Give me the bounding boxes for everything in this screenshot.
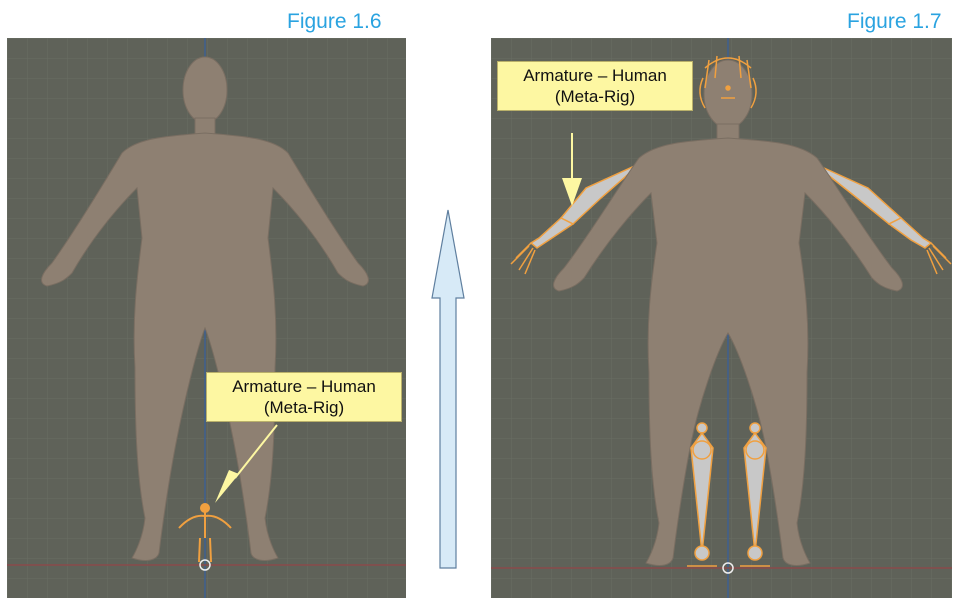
figure-1-6-title: Figure 1.6 bbox=[287, 10, 382, 34]
callout-line2: (Meta-Rig) bbox=[213, 397, 395, 418]
figure-1-7-title: Figure 1.7 bbox=[847, 10, 942, 34]
callout-line1: Armature – Human bbox=[213, 376, 395, 397]
callout-line1: Armature – Human bbox=[504, 65, 686, 86]
callout-armature-left: Armature – Human (Meta-Rig) bbox=[206, 372, 402, 422]
callout-armature-right: Armature – Human (Meta-Rig) bbox=[497, 61, 693, 111]
callout-line2: (Meta-Rig) bbox=[504, 86, 686, 107]
viewport-canvas bbox=[7, 38, 406, 598]
up-arrow-icon bbox=[430, 208, 466, 570]
viewport-figure-1-7[interactable] bbox=[491, 38, 952, 598]
viewport-canvas bbox=[491, 38, 952, 598]
viewport-figure-1-6[interactable] bbox=[7, 38, 406, 598]
